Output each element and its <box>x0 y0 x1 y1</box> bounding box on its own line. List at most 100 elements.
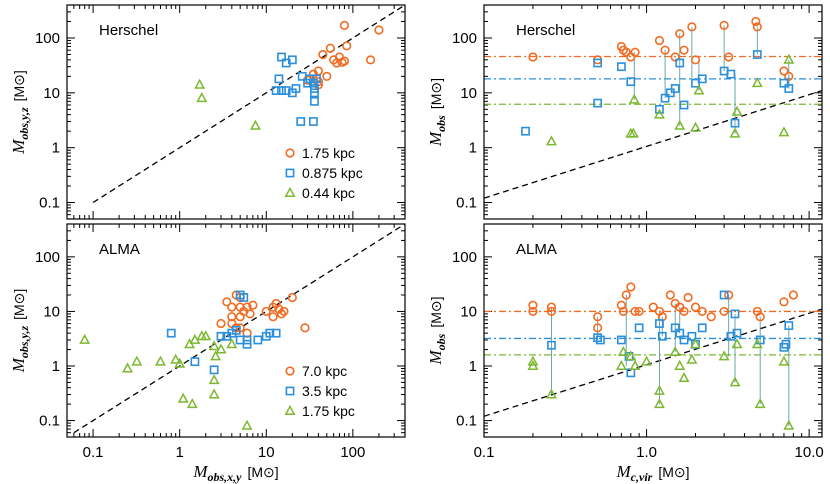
data-point-triangle <box>629 359 641 370</box>
x-tick-label: 10.0 <box>795 444 824 461</box>
data-point-circle <box>227 302 237 312</box>
data-point-circle <box>724 290 734 300</box>
data-point-triangle <box>690 338 701 349</box>
data-point-square <box>655 319 664 328</box>
data-point-triangle <box>674 119 686 130</box>
data-point-square <box>784 84 794 93</box>
data-point-square <box>296 117 306 126</box>
data-point-triangle <box>627 127 639 138</box>
data-points <box>194 20 384 130</box>
data-point-square <box>231 325 241 335</box>
legend-marker-triangle <box>284 404 296 415</box>
data-point-triangle <box>527 359 539 370</box>
data-point-square <box>593 58 603 68</box>
y-tick-label: 0.1 <box>39 194 60 211</box>
reference-line-dashed <box>484 89 822 199</box>
data-point-triangle <box>186 398 198 409</box>
x-tick-label: 0.1 <box>83 444 104 461</box>
data-point-triangle <box>208 374 220 385</box>
data-point-triangle <box>131 355 143 366</box>
reference-lines <box>92 5 405 204</box>
x-axis-title: Mc,vir[M⊙] <box>616 462 690 484</box>
data-point-circle <box>697 306 707 317</box>
y-axis-title-sub: obs <box>434 115 448 132</box>
data-point-circle <box>274 304 284 314</box>
data-point-triangle <box>653 398 665 409</box>
data-point-circle <box>216 318 226 329</box>
data-point-square <box>616 62 626 72</box>
data-point-circle <box>788 290 798 300</box>
y-tick-label: 100 <box>452 249 477 266</box>
data-point-square <box>303 78 312 88</box>
data-point-square <box>291 84 301 93</box>
x-tick-label: 1 <box>175 444 183 461</box>
data-point-square <box>239 293 249 302</box>
data-point-square <box>265 328 275 338</box>
data-point-triangle <box>729 376 741 387</box>
y-tick-label: 10 <box>43 85 60 102</box>
data-point-circle <box>300 323 310 333</box>
data-point-circle <box>342 41 352 51</box>
data-point-circle <box>679 306 689 317</box>
y-axis-title-unit: [M⊙] <box>11 70 27 101</box>
data-point-square <box>719 290 729 300</box>
data-point-circle <box>528 52 538 62</box>
y-axis-title: Mobs,y,z[M⊙] <box>9 289 31 374</box>
data-point-circle <box>528 300 538 310</box>
data-point-triangle <box>215 343 227 354</box>
data-point-triangle <box>729 127 741 138</box>
data-point-triangle <box>731 338 743 349</box>
data-point-triangle <box>170 353 182 364</box>
y-tick-label: 100 <box>35 30 60 47</box>
data-point-square <box>166 328 176 338</box>
legend-marker-triangle <box>284 186 296 197</box>
plot-frame <box>483 223 823 438</box>
data-point-square <box>274 74 284 84</box>
reference-lines <box>484 308 822 417</box>
data-point-circle <box>630 47 640 57</box>
data-point-triangle <box>751 77 763 88</box>
plot-frame <box>66 223 406 438</box>
data-point-circle <box>755 312 765 322</box>
legend-marker-square <box>285 386 295 396</box>
data-point-square <box>277 52 286 62</box>
x-axis-title-main: M <box>616 462 632 481</box>
reference-lines <box>484 55 822 199</box>
data-point-triangle <box>208 388 220 399</box>
data-points <box>527 282 798 430</box>
data-point-triangle <box>628 93 640 104</box>
data-point-triangle <box>653 108 665 119</box>
data-point-square <box>730 309 740 319</box>
data-point-circle <box>665 290 675 300</box>
y-axis-title-main: M <box>426 350 445 366</box>
data-point-circle <box>339 20 350 30</box>
panel-label: ALMA <box>516 241 557 258</box>
data-point-triangle <box>778 355 790 366</box>
data-point-triangle <box>174 357 186 368</box>
data-point-square <box>781 339 791 349</box>
y-tick-label: 0.1 <box>456 194 477 211</box>
data-point-circle <box>670 52 680 62</box>
data-point-triangle <box>615 359 627 370</box>
data-point-circle <box>546 306 557 317</box>
y-tick-label: 100 <box>35 249 60 266</box>
data-point-triangle <box>731 105 743 116</box>
y-axis-title-main: M <box>426 131 445 147</box>
data-point-triangle <box>783 53 795 64</box>
data-point-square <box>616 335 626 345</box>
legend-label: 7.0 kpc <box>302 363 347 379</box>
data-point-triangle <box>678 372 690 383</box>
y-axis-title: Mobs,y,z[M⊙] <box>9 70 31 155</box>
data-point-circle <box>325 43 335 53</box>
y-axis-title-sub: obs <box>434 333 448 350</box>
data-point-square <box>670 323 680 333</box>
data-point-triangle <box>617 346 629 357</box>
data-point-triangle <box>674 359 686 370</box>
data-point-square <box>521 126 530 136</box>
y-axis-title: Mobs[M⊙] <box>426 296 448 365</box>
data-point-square <box>547 340 556 350</box>
data-point-circle <box>751 16 761 27</box>
y-tick-label: 0.1 <box>456 413 477 430</box>
